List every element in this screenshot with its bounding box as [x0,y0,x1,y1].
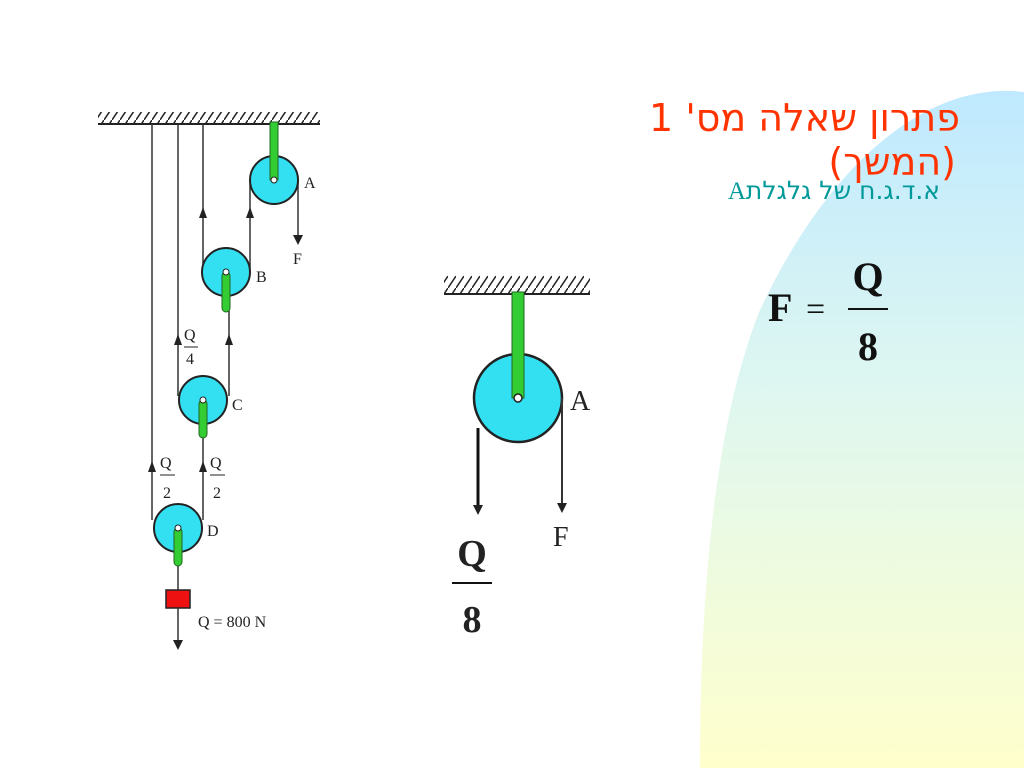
left-pulley-system: A B C D F Q 4 Q 2 Q 2 Q = 800 N [98,112,320,650]
subtitle-prefix: א.ד.ג.ח של גלגלת [745,176,940,205]
tension-denominator: 8 [463,599,482,641]
q-label-d-right-num: Q [210,455,222,472]
left-ceiling [98,112,320,125]
pulley-label-b: B [256,269,267,286]
load-block [165,589,191,609]
subtitle-latin: A [727,178,746,205]
formula-denominator: 8 [858,324,878,369]
pulley-label-d: D [207,523,219,540]
slide-title-line1: פתרון שאלה מס' 1 [649,96,960,140]
pulley-c [178,375,228,439]
formula-equals: = [806,291,825,328]
tension-numerator: Q [457,533,487,575]
q-label-d-left-num: Q [160,455,172,472]
pulley-label-a: A [304,175,316,192]
pulley-b [201,247,251,313]
q-label-c-den: 4 [186,351,194,368]
slide-title-line2: (המשך) [828,140,956,184]
q-label-d-right-den: 2 [213,485,221,502]
formula: F = Q 8 [768,254,888,369]
force-label-right: F [553,522,569,553]
right-pulley-detail: A F Q 8 [444,276,591,641]
pulley-d [153,503,203,567]
pulley-label-c: C [232,397,243,414]
formula-lhs: F [768,285,792,330]
right-ceiling [444,276,590,295]
q-label-c-num: Q [184,327,196,344]
q-label-d-left-den: 2 [163,485,171,502]
slide-title: פתרון שאלה מס' 1 (המשך) [649,96,960,184]
slide-subtitle: א.ד.ג.ח של גלגלתA [728,176,940,206]
formula-numerator: Q [852,254,883,299]
force-label-left: F [293,251,302,268]
pulley-label-a-large: A [570,386,591,417]
pulley-a [249,121,299,205]
pulley-a-large [472,291,564,444]
load-label: Q = 800 N [198,614,267,631]
